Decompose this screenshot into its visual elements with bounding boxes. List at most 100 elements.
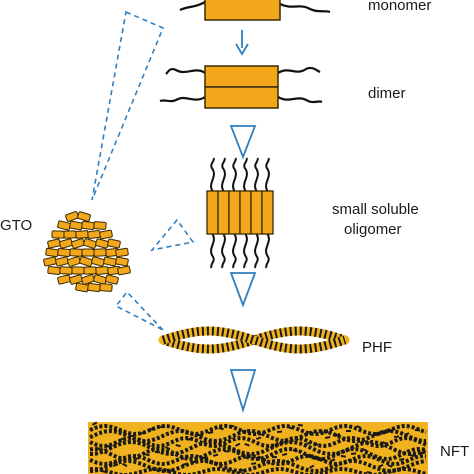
nft-fleck bbox=[228, 425, 234, 428]
gto-block bbox=[99, 229, 113, 240]
nft-fleck bbox=[218, 427, 224, 431]
nft-fleck bbox=[182, 462, 188, 466]
oligomer-block bbox=[217, 190, 230, 235]
nft-fleck bbox=[304, 442, 310, 446]
nft-fleck bbox=[313, 441, 319, 446]
nft-fleck bbox=[187, 437, 193, 441]
dashed-monomer-to-gto bbox=[91, 10, 165, 201]
gto-block bbox=[115, 256, 129, 267]
oligomer-block bbox=[239, 190, 252, 235]
monomer-label: monomer bbox=[368, 0, 431, 14]
gto-block bbox=[65, 211, 79, 222]
gto-cluster bbox=[43, 211, 131, 293]
gto-block bbox=[95, 266, 109, 275]
nft-fleck bbox=[420, 451, 426, 454]
nft-filament bbox=[89, 435, 427, 449]
nft-fleck bbox=[165, 445, 171, 451]
gto-block bbox=[105, 274, 119, 285]
nft-fleck bbox=[128, 434, 135, 437]
oligomer-tail-top bbox=[210, 157, 215, 192]
nft-fleck bbox=[149, 428, 155, 431]
nft-filament bbox=[89, 423, 427, 437]
gto-block bbox=[51, 230, 65, 239]
oligomer-tail-bottom bbox=[221, 233, 226, 269]
gto-block bbox=[57, 274, 71, 285]
gto-block bbox=[71, 266, 85, 275]
nft-fleck bbox=[309, 464, 315, 469]
dimer-figure bbox=[159, 65, 323, 109]
dimer-label: dimer bbox=[368, 85, 406, 102]
arrow-oligomer-to-phf bbox=[229, 272, 257, 308]
monomer-figure bbox=[179, 0, 331, 21]
gto-block bbox=[117, 265, 131, 276]
gto-block bbox=[81, 220, 95, 231]
gto-block bbox=[87, 229, 101, 240]
gto-block bbox=[75, 282, 89, 293]
nft-fleck bbox=[409, 454, 415, 457]
nft-fleck bbox=[106, 445, 112, 448]
oligomer-tail-top bbox=[254, 157, 259, 192]
gto-block bbox=[59, 266, 73, 275]
nft-fleck bbox=[256, 436, 262, 440]
gto-block bbox=[83, 238, 97, 249]
nft-fleck bbox=[144, 452, 150, 457]
nft-fleck bbox=[197, 434, 203, 437]
phf-filament-stripes bbox=[161, 326, 347, 354]
phf-label: PHF bbox=[362, 339, 392, 356]
nft-fleck bbox=[387, 463, 393, 468]
arrow-phf-to-nft bbox=[229, 369, 257, 414]
nft-fleck bbox=[330, 458, 336, 462]
oligomer-tail-bottom bbox=[232, 233, 237, 269]
nft-fleck bbox=[154, 451, 160, 454]
nft-fleck bbox=[244, 442, 250, 447]
nft-fleck bbox=[118, 437, 124, 442]
nft-fleck bbox=[399, 457, 405, 461]
nft-fleck bbox=[378, 463, 384, 468]
nft-fleck bbox=[139, 431, 145, 435]
nft-fleck bbox=[382, 440, 388, 446]
nft-fleck bbox=[340, 455, 346, 458]
gto-block bbox=[103, 256, 117, 267]
nft-fleck bbox=[292, 448, 298, 453]
gto-block bbox=[57, 248, 71, 257]
oligomer-tail-bottom bbox=[210, 233, 215, 269]
nft-fleck bbox=[260, 459, 267, 463]
nft-fleck bbox=[175, 444, 181, 448]
nft-fleck bbox=[122, 462, 128, 468]
gto-block bbox=[79, 256, 93, 267]
gto-block bbox=[87, 282, 101, 293]
gto-block bbox=[47, 265, 61, 276]
gto-block bbox=[95, 238, 109, 249]
nft-filament bbox=[89, 459, 427, 474]
nft-fleck bbox=[297, 424, 303, 427]
nft-filament bbox=[89, 428, 427, 444]
nft-fleck bbox=[92, 421, 98, 426]
oligomer-tail-top bbox=[221, 157, 226, 192]
arrow-monomer-to-dimer bbox=[235, 30, 249, 56]
oligomer-block bbox=[261, 190, 274, 235]
nft-fleck bbox=[160, 425, 166, 428]
nft-fleck bbox=[282, 452, 288, 456]
gto-block bbox=[75, 230, 89, 239]
nft-fleck bbox=[213, 453, 219, 457]
nft-fleck bbox=[361, 448, 367, 452]
nft-fleck bbox=[356, 425, 362, 429]
oligomer-tail-bottom bbox=[254, 233, 259, 269]
nft-fleck bbox=[251, 462, 257, 465]
nft-fleck bbox=[287, 426, 293, 430]
nft-fleck bbox=[208, 431, 214, 434]
oligomer-tail-bottom bbox=[265, 233, 270, 269]
oligomer-block bbox=[228, 190, 241, 235]
nft-fleck bbox=[277, 430, 283, 433]
gto-block bbox=[81, 248, 95, 257]
gto-block bbox=[69, 274, 83, 285]
nft-filament bbox=[89, 439, 427, 457]
oligomer-tail-top bbox=[232, 157, 237, 192]
gto-block bbox=[55, 256, 69, 267]
nft-fleck bbox=[346, 430, 351, 432]
gto-block bbox=[93, 221, 107, 230]
nft-fleck bbox=[170, 469, 176, 473]
gto-block bbox=[43, 256, 57, 267]
